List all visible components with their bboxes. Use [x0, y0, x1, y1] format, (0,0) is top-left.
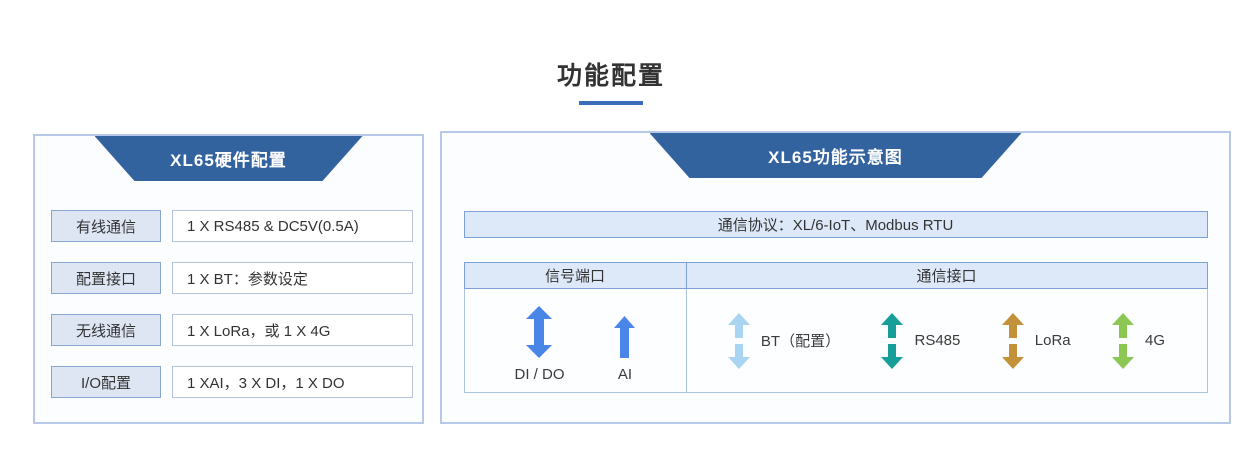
comm-interface-bt: BT（配置）	[727, 312, 841, 369]
comm-interface-4g: 4G	[1112, 312, 1166, 369]
diagram-panel-header: XL65功能示意图	[650, 133, 1022, 178]
diagram-table-header: 信号端口 通信接口	[463, 262, 1208, 289]
diagram-panel-title: XL65功能示意图	[768, 148, 903, 167]
table-row: 无线通信 1 X LoRa，或 1 X 4G	[51, 314, 422, 346]
split-double-arrow-icon	[727, 312, 750, 369]
title-underline	[579, 101, 643, 105]
table-row: 配置接口 1 X BT：参数设定	[51, 262, 422, 294]
split-double-arrow-icon	[881, 312, 904, 369]
function-diagram-panel: XL65功能示意图 通信协议：XL/6-IoT、Modbus RTU 信号端口 …	[440, 131, 1231, 424]
comm-interface-lora: LoRa	[1001, 312, 1071, 369]
signal-port-header: 信号端口	[463, 262, 686, 289]
hardware-config-panel: XL65硬件配置 有线通信 1 X RS485 & DC5V(0.5A) 配置接…	[33, 134, 424, 424]
signal-port-ai: AI	[614, 299, 636, 383]
comm-interface-rs485: RS485	[881, 312, 961, 369]
comm-interface-cell: BT（配置） RS485	[687, 289, 1207, 392]
signal-port-cell: DI / DO AI	[465, 289, 687, 392]
table-row: I/O配置 1 XAI，3 X DI，1 X DO	[51, 366, 422, 398]
hardware-row-value: 1 X RS485 & DC5V(0.5A)	[172, 210, 413, 242]
up-arrow-icon	[614, 315, 636, 358]
table-row: 有线通信 1 X RS485 & DC5V(0.5A)	[51, 210, 422, 242]
hardware-row-value: 1 X BT：参数设定	[172, 262, 413, 294]
signal-port-label: AI	[617, 365, 633, 383]
hardware-row-value: 1 X LoRa，或 1 X 4G	[172, 314, 413, 346]
hardware-panel-title: XL65硬件配置	[170, 151, 287, 170]
double-vertical-arrow-icon	[526, 305, 553, 358]
diagram-table: 信号端口 通信接口 DI / DO AI	[463, 262, 1208, 393]
comm-interface-label: BT（配置）	[760, 333, 841, 350]
hardware-row-label: 无线通信	[51, 314, 161, 346]
split-double-arrow-icon	[1001, 312, 1024, 369]
hardware-rows: 有线通信 1 X RS485 & DC5V(0.5A) 配置接口 1 X BT：…	[35, 210, 422, 398]
comm-interface-label: LoRa	[1034, 332, 1071, 349]
hardware-row-label: I/O配置	[51, 366, 161, 398]
split-double-arrow-icon	[1112, 312, 1135, 369]
protocol-bar: 通信协议：XL/6-IoT、Modbus RTU	[463, 211, 1208, 238]
hardware-row-label: 有线通信	[51, 210, 161, 242]
comm-interface-label: 4G	[1145, 332, 1166, 349]
hardware-row-value: 1 XAI，3 X DI，1 X DO	[172, 366, 413, 398]
page-header: 功能配置	[0, 56, 1222, 105]
diagram-table-body: DI / DO AI BT（配置	[463, 289, 1208, 393]
comm-interface-header: 通信接口	[685, 262, 1208, 289]
hardware-row-label: 配置接口	[51, 262, 161, 294]
comm-interface-label: RS485	[914, 332, 961, 349]
hardware-panel-header: XL65硬件配置	[95, 136, 363, 181]
signal-port-di-do: DI / DO	[514, 299, 565, 383]
signal-port-label: DI / DO	[514, 365, 565, 383]
page-title: 功能配置	[556, 62, 665, 90]
